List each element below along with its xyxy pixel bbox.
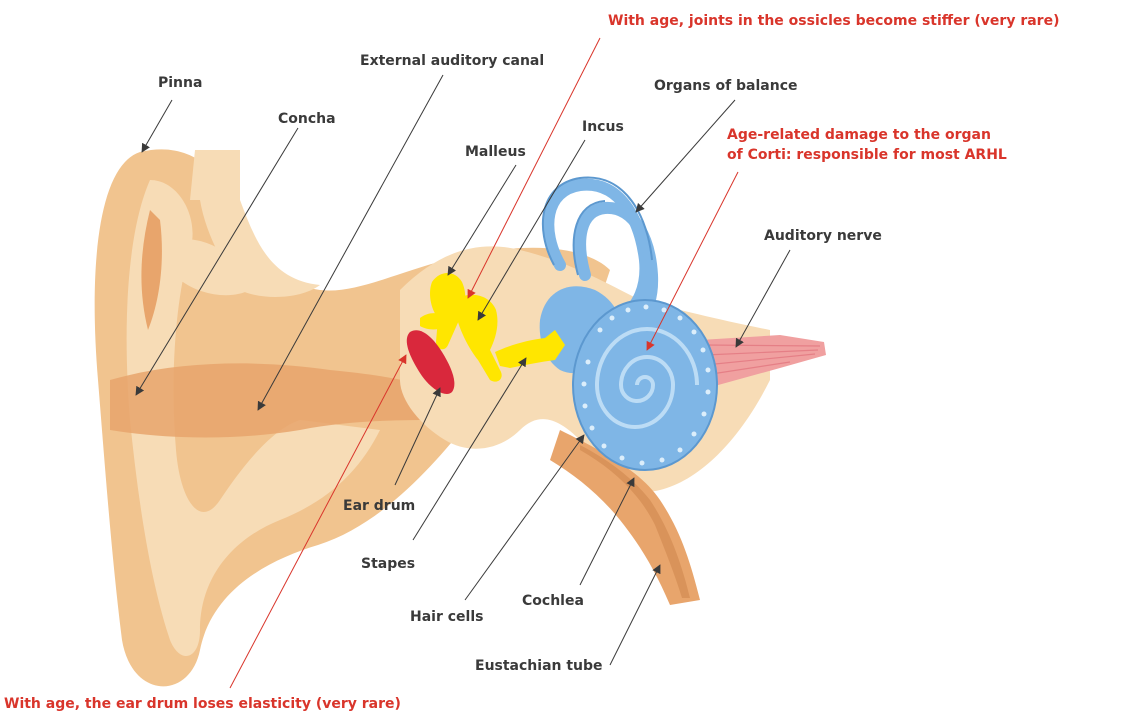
label-concha: Concha bbox=[278, 110, 336, 128]
label-ear-drum: Ear drum bbox=[343, 497, 415, 515]
label-hair-cells: Hair cells bbox=[410, 608, 483, 626]
label-malleus: Malleus bbox=[465, 143, 526, 161]
cochlea-shape bbox=[573, 300, 717, 470]
label-external-auditory-canal: External auditory canal bbox=[360, 52, 544, 70]
label-cochlea: Cochlea bbox=[522, 592, 584, 610]
label-auditory-nerve: Auditory nerve bbox=[764, 227, 882, 245]
note-organ-of-corti-line1: Age-related damage to the organ bbox=[727, 126, 991, 144]
label-incus: Incus bbox=[582, 118, 624, 136]
label-eustachian-tube: Eustachian tube bbox=[475, 657, 603, 675]
label-organs-of-balance: Organs of balance bbox=[654, 77, 798, 95]
label-stapes: Stapes bbox=[361, 555, 415, 573]
label-pinna: Pinna bbox=[158, 74, 202, 92]
note-ear-drum-elasticity: With age, the ear drum loses elasticity … bbox=[4, 695, 401, 713]
note-ossicles-stiffer: With age, joints in the ossicles become … bbox=[608, 12, 1059, 30]
note-organ-of-corti-line2: of Corti: responsible for most ARHL bbox=[727, 146, 1007, 164]
